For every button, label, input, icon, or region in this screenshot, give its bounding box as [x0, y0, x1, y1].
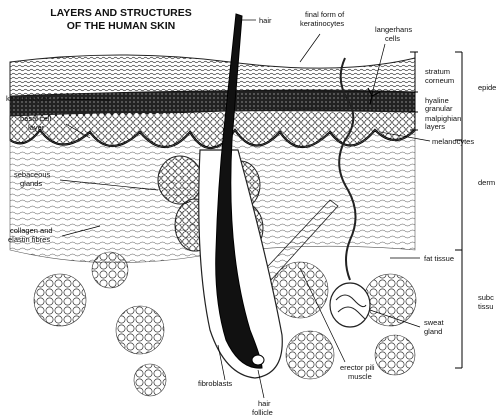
- label-final-form-2: keratinocytes: [300, 19, 344, 28]
- label-collagen-2: elastin fibres: [8, 235, 50, 244]
- label-langerhans-1: langerhans: [375, 25, 412, 34]
- label-fibroblasts: fibroblasts: [198, 379, 232, 388]
- region-label-subcutaneous-1: subc: [478, 293, 494, 302]
- label-sebaceous-2: glands: [20, 179, 42, 188]
- label-hyaline-2: granular: [425, 104, 453, 113]
- label-hair-follicle-2: follicle: [252, 408, 273, 417]
- label-erector-2: muscle: [348, 372, 372, 381]
- label-sebaceous-1: sebaceous: [14, 170, 51, 179]
- title-line-2: OF THE HUMAN SKIN: [67, 20, 176, 32]
- label-stratum-1: stratum: [425, 67, 450, 76]
- label-basal-1: basal cell: [20, 114, 52, 123]
- label-langerhans-2: cells: [385, 34, 400, 43]
- label-sweat-2: gland: [424, 327, 442, 336]
- title-line-1: LAYERS AND STRUCTURES: [50, 7, 192, 19]
- label-erector-1: erector pili: [340, 363, 375, 372]
- region-label-dermis: derm: [478, 178, 495, 187]
- label-hair-follicle-1: hair: [258, 399, 271, 408]
- label-final-form-1: final form of: [305, 10, 345, 19]
- label-hair: hair: [259, 16, 272, 25]
- label-sweat-1: sweat: [424, 318, 445, 327]
- label-collagen-1: collagen and: [10, 226, 53, 235]
- region-label-subcutaneous-2: tissu: [478, 302, 493, 311]
- label-keratinocytes: keratinocytes: [6, 94, 50, 103]
- region-label-epidermis: epide: [478, 83, 496, 92]
- sweat-gland-coil: [330, 283, 370, 327]
- label-malpighian-2: layers: [425, 122, 445, 131]
- label-fat-tissue: fat tissue: [424, 254, 454, 263]
- label-melanocytes: melanocytes: [432, 137, 474, 146]
- label-stratum-2: corneum: [425, 76, 454, 85]
- label-basal-2: layer: [28, 123, 45, 132]
- hair-bulb-papilla: [252, 355, 264, 365]
- stratum-corneum-layer: [10, 55, 415, 96]
